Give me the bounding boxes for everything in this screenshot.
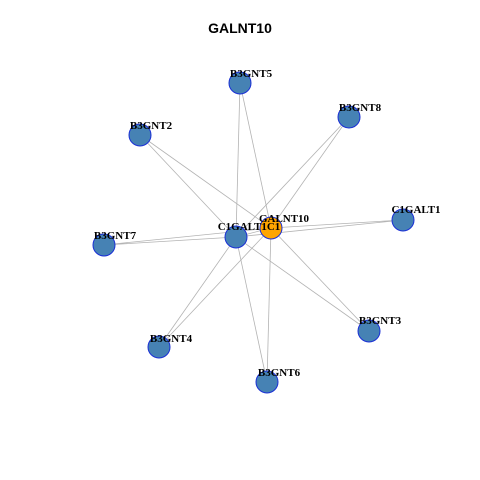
- nodes-layer: [92, 71, 415, 394]
- edge-galnt10-b3gnt2: [139, 134, 272, 229]
- node-label-b3gnt2: B3GNT2: [130, 120, 173, 132]
- node-c1galt1: [391, 208, 415, 232]
- node-label-b3gnt3: B3GNT3: [359, 315, 402, 327]
- node-b3gnt6: [255, 370, 279, 394]
- edge-c1galt1c1-b3gnt8: [235, 116, 350, 238]
- node-c1galt1c1: [224, 225, 248, 249]
- edge-galnt10-b3gnt4: [158, 227, 272, 348]
- node-label-b3gnt7: B3GNT7: [94, 230, 137, 242]
- node-label-galnt10: GALNT10: [259, 213, 310, 225]
- node-b3gnt4: [147, 335, 171, 359]
- edge-galnt10-b3gnt3: [270, 227, 370, 332]
- edge-galnt10-c1galt1: [270, 219, 404, 229]
- node-label-b3gnt5: B3GNT5: [230, 68, 273, 80]
- node-label-c1galt1: C1GALT1: [391, 204, 440, 216]
- node-galnt10: [259, 216, 283, 240]
- edge-c1galt1c1-b3gnt7: [103, 236, 237, 246]
- edge-galnt10-b3gnt6: [266, 227, 272, 383]
- edge-c1galt1c1-b3gnt4: [158, 236, 237, 348]
- figure-title: GALNT10: [208, 20, 272, 36]
- node-b3gnt5: [228, 71, 252, 95]
- edge-c1galt1c1-b3gnt5: [235, 82, 241, 238]
- node-b3gnt7: [92, 233, 116, 257]
- edge-galnt10-b3gnt5: [239, 82, 272, 229]
- edge-c1galt1c1-b3gnt2: [139, 134, 237, 238]
- node-b3gnt3: [357, 319, 381, 343]
- node-label-b3gnt8: B3GNT8: [339, 102, 382, 114]
- edge-galnt10-b3gnt8: [270, 116, 350, 229]
- edge-c1galt1c1-b3gnt6: [235, 236, 268, 383]
- node-b3gnt2: [128, 123, 152, 147]
- node-label-b3gnt4: B3GNT4: [150, 333, 193, 345]
- node-b3gnt8: [337, 105, 361, 129]
- edge-c1galt1c1-b3gnt3: [235, 236, 370, 332]
- node-label-c1galt1c1: C1GALT1C1: [218, 221, 281, 233]
- node-label-b3gnt6: B3GNT6: [258, 367, 301, 379]
